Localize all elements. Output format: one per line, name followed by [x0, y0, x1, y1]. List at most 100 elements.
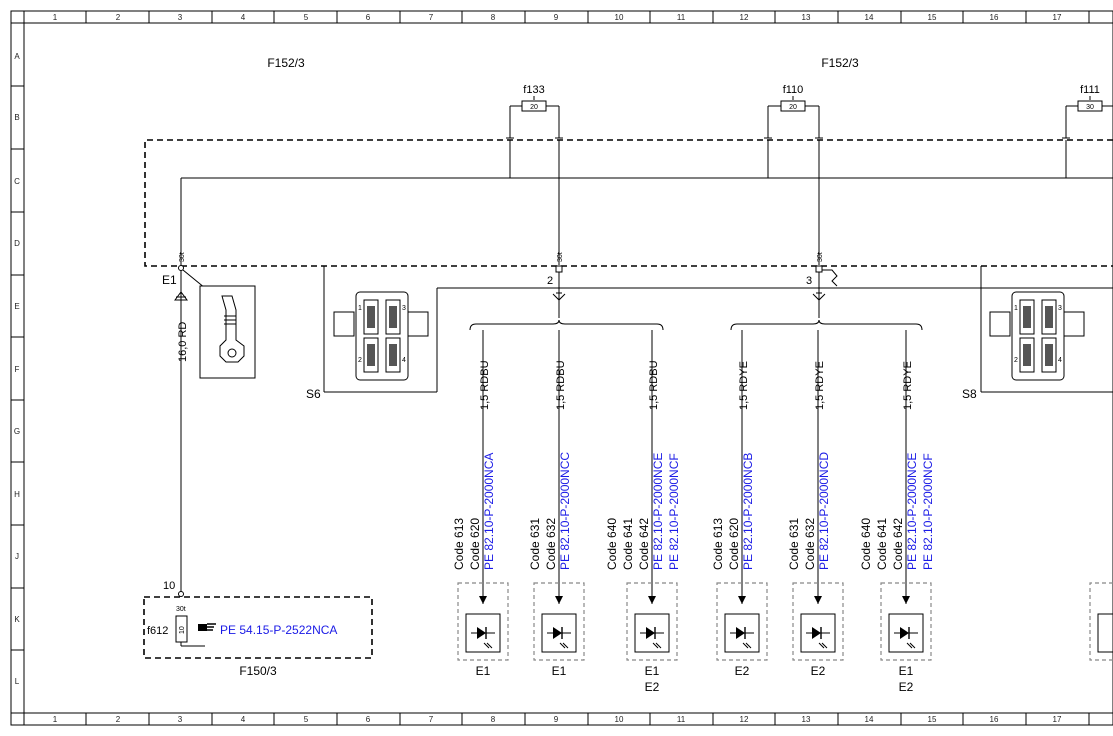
ruler-column-label: 3	[178, 715, 183, 724]
ruler-column-label: 13	[802, 13, 811, 22]
ruler-column-label: 13	[802, 715, 811, 724]
harness-box	[144, 139, 1113, 267]
lamp-led-icon	[465, 613, 501, 653]
ground-wire-label: 16,0 RD	[177, 322, 189, 362]
ruler-row-label: K	[14, 615, 20, 624]
code-label: Code 642	[637, 518, 651, 570]
code-label: Code 613	[711, 518, 725, 570]
ruler-row-label: B	[14, 113, 19, 122]
code-label: Code 641	[875, 518, 889, 570]
ruler-column-label: 10	[615, 13, 624, 22]
ruler-column-label: 15	[928, 13, 937, 22]
ruler-column-label: 17	[1053, 13, 1062, 22]
code-label: Code 641	[621, 518, 635, 570]
lamp-led-icon	[800, 613, 836, 653]
svg-text:3: 3	[1058, 305, 1062, 312]
ruler-column-label: 10	[615, 715, 624, 724]
svg-text:2: 2	[358, 357, 362, 364]
connector-label: S8	[962, 387, 977, 401]
fuse-id: f111	[1080, 84, 1100, 96]
pe-ref-link[interactable]: PE 82.10-P-2000NCE	[905, 453, 919, 570]
pe-ref-link[interactable]: PE 82.10-P-2000NCB	[741, 453, 755, 570]
harness-label-bottom: F150/3	[239, 664, 277, 678]
terminal-30t-label: 30t	[817, 252, 824, 262]
code-label: Code 620	[727, 518, 741, 570]
svg-text:3: 3	[402, 305, 406, 312]
pe-ref-link[interactable]: PE 82.10-P-2000NCC	[558, 452, 572, 570]
wire-label: 1,5 RDYE	[902, 361, 914, 410]
svg-text:4: 4	[1058, 357, 1062, 364]
eyelet-terminal-icon	[219, 295, 245, 363]
connector-s6: S6 1 2 3 4	[306, 266, 1113, 401]
harness-label-right: F152/3	[821, 56, 859, 70]
ruler-row-label: H	[14, 490, 20, 499]
ruler-column-label: 1	[53, 13, 58, 22]
fuse-id: f133	[523, 84, 544, 96]
ruler-column-label: 2	[116, 13, 121, 22]
code-label: Code 632	[803, 518, 817, 570]
ruler-row-label: C	[14, 177, 20, 186]
ruler-row-label: F	[15, 365, 20, 374]
ruler-column-label: 4	[241, 715, 246, 724]
pe-ref-link[interactable]: PE 82.10-P-2000NCD	[817, 452, 831, 570]
connector-s6-icon: 1 2 3 4	[333, 291, 429, 381]
pin-number: 3	[806, 275, 812, 287]
code-label: Code 620	[468, 518, 482, 570]
ground-ref-link[interactable]: PE 54.15-P-2522NCA	[220, 623, 337, 637]
pe-ref-link[interactable]: PE 82.10-P-2000NCF	[667, 453, 681, 570]
lamp-led-icon	[888, 613, 924, 653]
ruler-column-label: 5	[304, 715, 309, 724]
fuse-block-f150: 10 30t 10 f612 PE 54.15-P-2522NCA F150/3	[143, 580, 373, 678]
pointing-hand-icon	[198, 623, 216, 631]
fuse-block-frame	[143, 596, 373, 659]
ruler-column-label: 17	[1053, 715, 1062, 724]
lamp-label: E2	[899, 680, 914, 694]
wire-label: 1,5 RDYE	[814, 361, 826, 410]
ruler-row-label: L	[15, 677, 20, 686]
svg-text:1: 1	[1014, 305, 1018, 312]
lamp-led-icon	[634, 613, 670, 653]
fuse-id: f612	[147, 625, 168, 637]
ruler-column-label: 11	[677, 715, 686, 724]
ground-e1: E1 16,0 RD	[162, 269, 256, 592]
lamp-led-icon	[724, 613, 760, 653]
code-label: Code 631	[528, 518, 542, 570]
wire-label: 1,5 RDBU	[648, 360, 660, 410]
fuse-rating: 20	[789, 104, 797, 111]
lamp-label: E1	[552, 664, 567, 678]
fuse-id: f110	[783, 84, 804, 96]
ruler-column-label: 9	[554, 715, 559, 724]
ruler-row-label: A	[14, 52, 20, 61]
code-label: Code 642	[891, 518, 905, 570]
svg-text:2: 2	[1014, 357, 1018, 364]
code-label: Code 640	[605, 518, 619, 570]
connector-label: S6	[306, 387, 321, 401]
ruler-column-label: 12	[740, 13, 749, 22]
terminal-30t-label: 30t	[557, 252, 564, 262]
pe-ref-link[interactable]: PE 82.10-P-2000NCA	[482, 453, 496, 570]
pe-ref-link[interactable]: PE 82.10-P-2000NCE	[651, 453, 665, 570]
code-label: Code 613	[452, 518, 466, 570]
splice-left	[469, 272, 664, 331]
lamp-label: E1	[645, 664, 660, 678]
harness-label-left: F152/3	[267, 56, 305, 70]
fuse-f133: f133 20	[509, 84, 560, 138]
pe-ref-link[interactable]: PE 82.10-P-2000NCF	[921, 453, 935, 570]
code-label: Code 631	[787, 518, 801, 570]
ruler-column-label: 15	[928, 715, 937, 724]
ruler-column-label: 7	[429, 13, 434, 22]
splice-right	[730, 269, 923, 331]
ruler-row-label: J	[15, 552, 19, 561]
wire-label: 1,5 RDBU	[555, 360, 567, 410]
lamp-led-icon	[541, 613, 577, 653]
ruler-column-label: 4	[241, 13, 246, 22]
ruler-column-label: 14	[865, 13, 874, 22]
code-label: Code 640	[859, 518, 873, 570]
ruler-column-label: 8	[491, 13, 496, 22]
